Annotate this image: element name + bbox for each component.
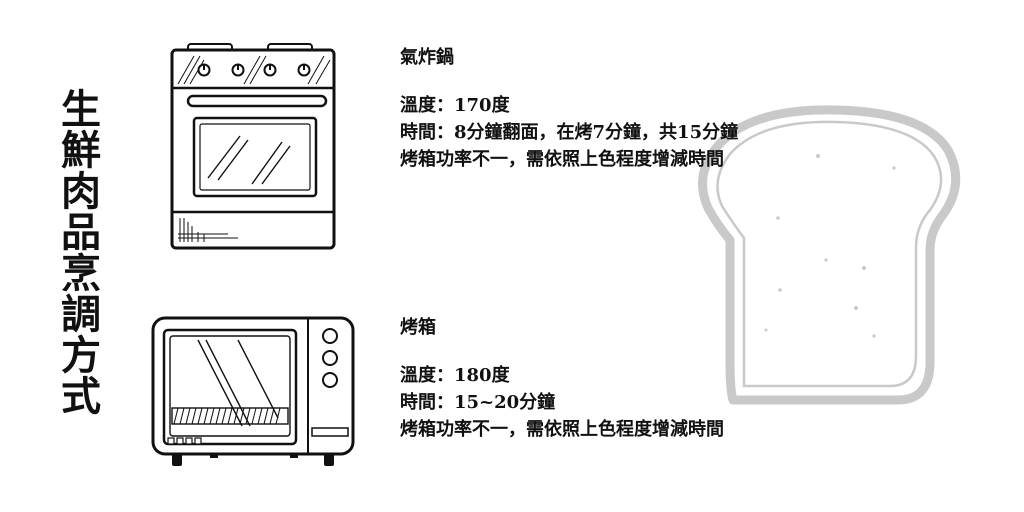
bread-slice-icon [698,105,961,405]
note-text: 烤箱功率不一，需依照上色程度增減時間 [400,149,724,170]
page-title: 生鮮肉品烹調方式 [54,88,101,416]
toaster-oven-icon [151,316,355,466]
temperature-text: 溫度：170度 [400,95,510,116]
section-air-fryer: 氣炸鍋 溫度：170度 時間：8分鐘翻面，在烤7分鐘，共15分鐘 烤箱功率不一，… [400,46,738,173]
time-text: 時間：15~20分鐘 [400,392,556,413]
section-name: 烤箱 [400,317,436,338]
section-oven: 烤箱 溫度：180度 時間：15~20分鐘 烤箱功率不一，需依照上色程度增減時間 [400,316,724,443]
oven-icon [170,43,336,250]
note-text: 烤箱功率不一，需依照上色程度增減時間 [400,419,724,440]
time-text: 時間：8分鐘翻面，在烤7分鐘，共15分鐘 [400,122,739,143]
temperature-text: 溫度：180度 [400,365,510,386]
section-name: 氣炸鍋 [400,47,454,68]
